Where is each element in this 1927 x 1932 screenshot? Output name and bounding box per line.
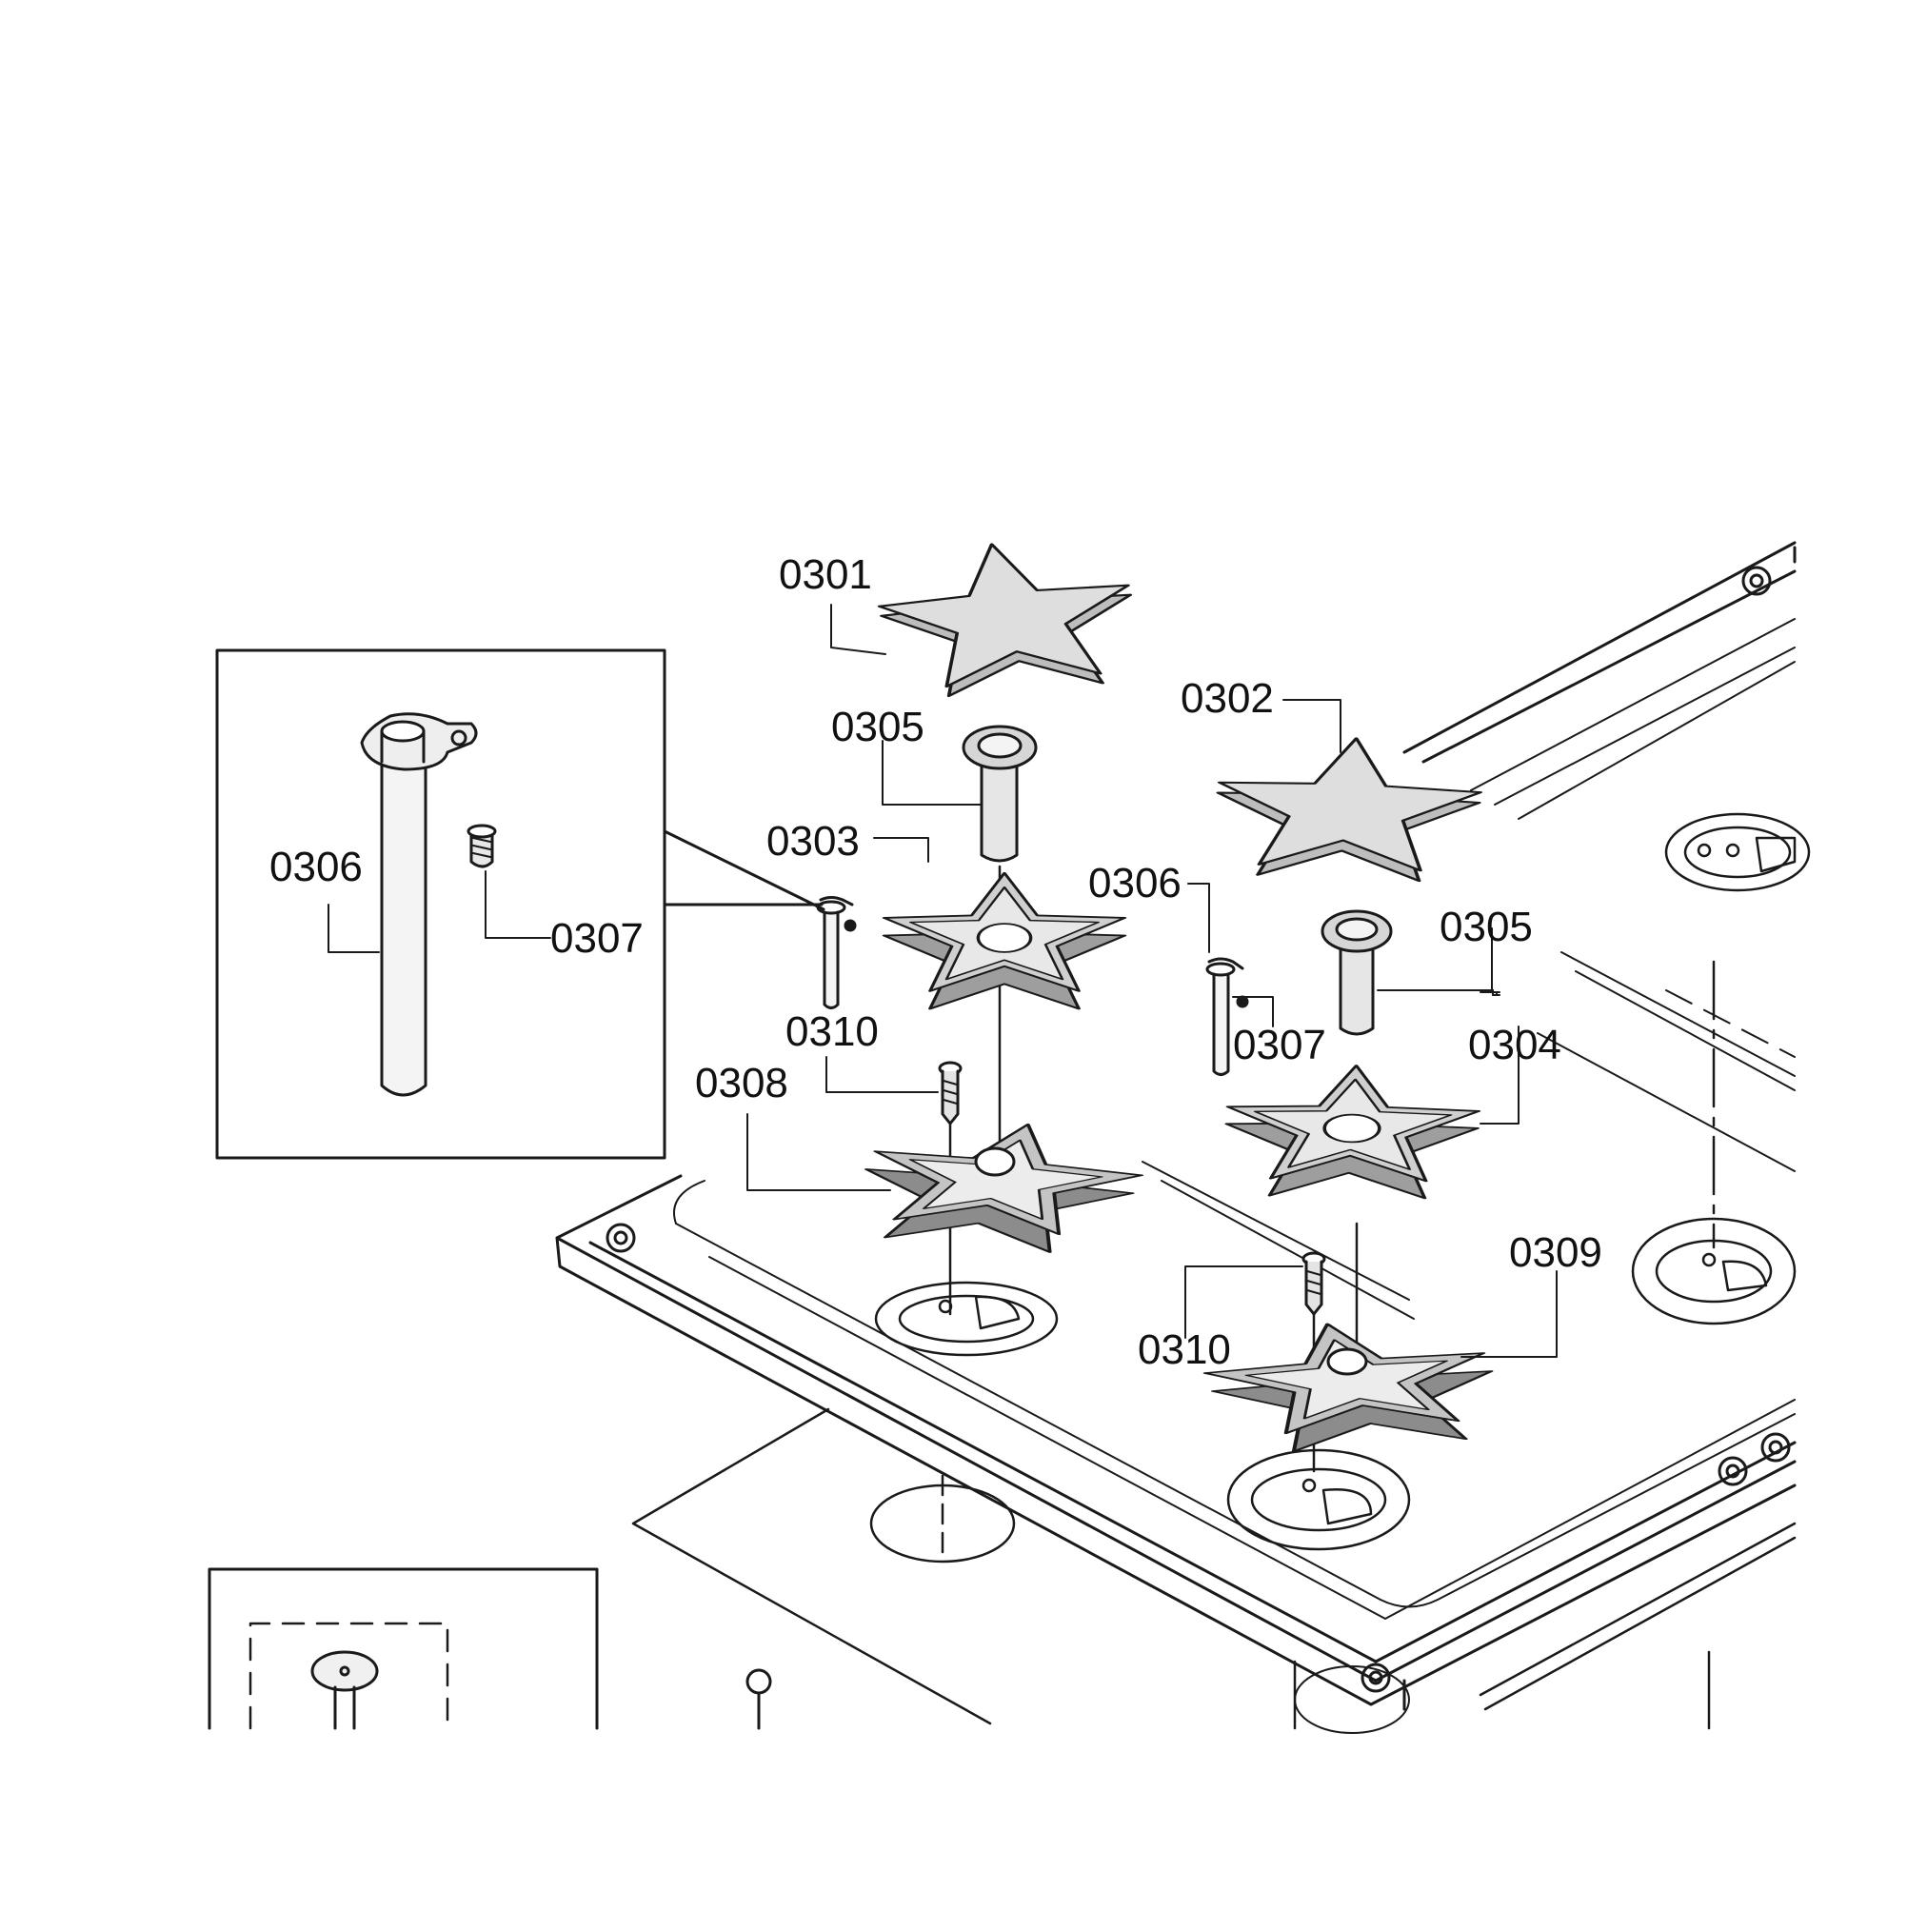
label-0302: 0302: [1181, 675, 1274, 722]
detail-inset: [215, 648, 825, 1160]
injector-left: [962, 725, 1038, 1168]
injector-right: [1321, 909, 1393, 1036]
thermocouple-left: [816, 896, 857, 1009]
left-burner-assembly: [816, 531, 1163, 1316]
label-0310-right: 0310: [1138, 1326, 1231, 1373]
label-0303: 0303: [766, 818, 860, 865]
callout-labels: 0301 0302 0305 0303 0306 0305 0306 0307 …: [269, 551, 1602, 1373]
lower-inset: [208, 1567, 772, 1730]
label-0304: 0304: [1468, 1022, 1561, 1068]
label-0310-left: 0310: [785, 1008, 879, 1055]
burner-cap-0301: [865, 531, 1152, 702]
label-0308: 0308: [695, 1060, 788, 1106]
label-0309: 0309: [1509, 1229, 1602, 1276]
burner-head-0303: [882, 871, 1127, 1011]
thermocouple-detail: [360, 712, 478, 1097]
label-0305-right: 0305: [1440, 904, 1533, 950]
panel-screw-holes: [606, 566, 1791, 1693]
label-0306-inset: 0306: [269, 844, 363, 890]
leader-lines: [328, 604, 1558, 1358]
label-0301: 0301: [779, 551, 872, 598]
label-0307-inset: 0307: [550, 915, 644, 962]
burner-base-0309: [1188, 1314, 1520, 1455]
burner-base-0308: [832, 1110, 1163, 1259]
label-0306-right: 0306: [1088, 860, 1182, 906]
burner-cap-0302: [1205, 731, 1489, 885]
screw-detail: [467, 824, 497, 868]
label-0305-left: 0305: [831, 704, 924, 750]
hob-panel: [555, 541, 1797, 1734]
burner-head-0304: [1220, 1061, 1484, 1202]
label-0307-right: 0307: [1233, 1022, 1326, 1068]
right-burner-assembly: [1188, 731, 1716, 1473]
